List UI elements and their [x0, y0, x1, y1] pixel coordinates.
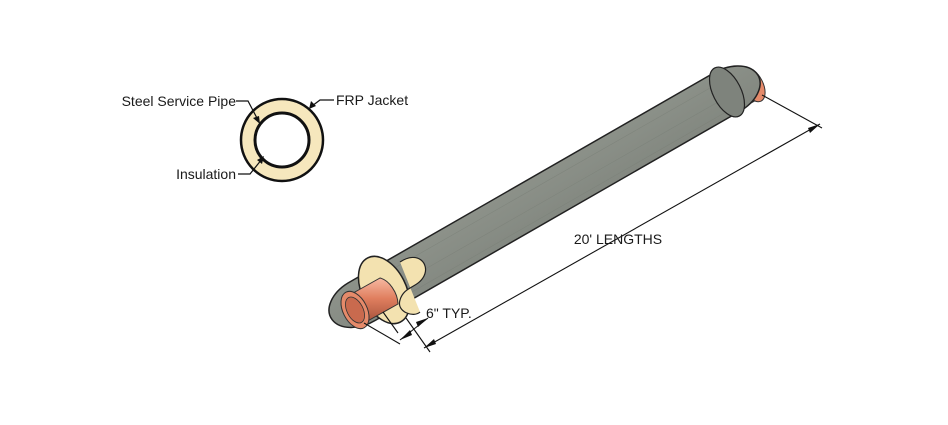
jacket-far-end	[708, 66, 746, 118]
length-dimension	[405, 94, 823, 353]
jacket-label: FRP Jacket	[336, 92, 408, 108]
stub-label: 6" TYP.	[426, 305, 472, 321]
length-label: 20' LENGTHS	[574, 231, 662, 247]
service-pipe-arrow	[253, 116, 260, 124]
jacket-arrow	[309, 101, 316, 109]
near-copper-stub	[340, 277, 399, 330]
insulation-leader	[238, 158, 263, 175]
service-pipe-leader	[236, 100, 259, 121]
insulation-label: Insulation	[176, 166, 236, 182]
jacket-leader	[311, 99, 334, 107]
insulation-arrow	[257, 156, 264, 164]
stub-dimension	[363, 311, 429, 345]
service-pipe-label: Steel Service Pipe	[122, 93, 237, 109]
pipe-section: 20' LENGTHS 6" TYP.	[328, 65, 823, 353]
cross-section: Steel Service Pipe FRP Jacket Insulation	[122, 92, 408, 183]
jacket-texture	[369, 87, 727, 309]
service-pipe-ring	[253, 111, 311, 169]
